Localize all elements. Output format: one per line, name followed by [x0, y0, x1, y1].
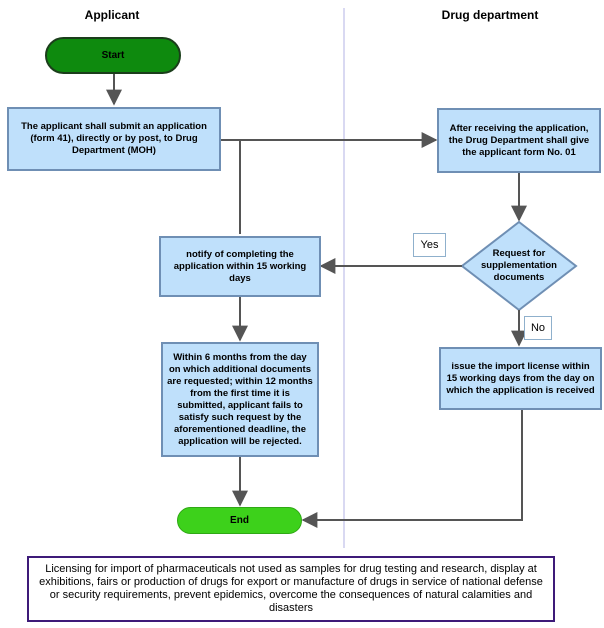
lane-title-drug-department: Drug department — [441, 8, 539, 22]
end-label: End — [230, 515, 249, 526]
notify-completion-box: notify of completing the application wit… — [159, 236, 321, 297]
submit-application-box: The applicant shall submit an applicatio… — [7, 107, 221, 171]
issue-license-box: issue the import license within 15 worki… — [439, 347, 602, 410]
no-branch-label: No — [524, 316, 552, 340]
rejection-deadline-box: Within 6 months from the day on which ad… — [161, 342, 319, 457]
decision-label: Request for supplementation documents — [480, 248, 557, 283]
receive-application-box: After receiving the application, the Dru… — [437, 108, 601, 173]
issue-to-end-arrow — [301, 410, 523, 528]
yes-branch-label: Yes — [413, 233, 446, 257]
start-label: Start — [101, 50, 125, 61]
end-terminal: End — [177, 507, 302, 534]
lane-title-applicant: Applicant — [84, 8, 140, 22]
scope-note: Licensing for import of pharmaceuticals … — [27, 556, 555, 622]
start-terminal: Start — [45, 37, 181, 74]
